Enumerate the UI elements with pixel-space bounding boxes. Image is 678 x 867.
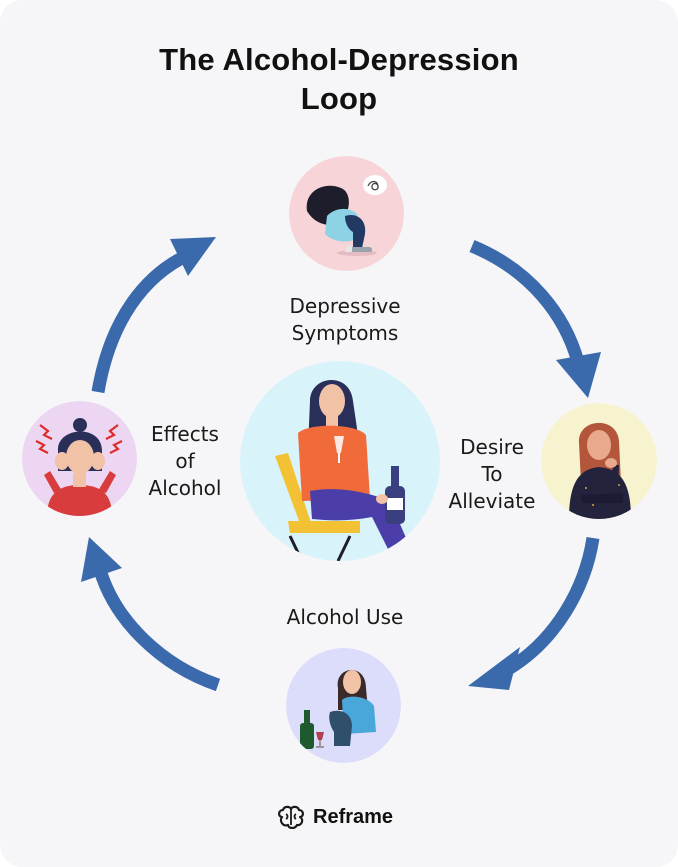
arrow-effects-to-depressive — [91, 249, 191, 394]
arrowhead-top-right — [556, 352, 601, 398]
brand-logo: Reframe — [276, 802, 393, 832]
arrow-desire-to-use — [506, 536, 600, 674]
brain-icon — [278, 805, 304, 829]
page-title: The Alcohol-Depression Loop — [0, 40, 678, 118]
brand-name: Reframe — [313, 805, 394, 828]
alcohol-use-illustration — [286, 648, 401, 763]
title-line-2: Loop — [300, 81, 378, 116]
stage-label-use: Alcohol Use — [250, 604, 440, 631]
desire-to-alleviate-illustration — [541, 403, 657, 519]
title-line-1: The Alcohol-Depression — [159, 42, 519, 77]
effects-of-alcohol-illustration — [22, 401, 137, 516]
stage-label-depressive-line-1: Depressive — [289, 294, 401, 318]
stage-label-desire-line-1: Desire — [460, 435, 524, 459]
arrowhead-bottom-right — [468, 647, 520, 690]
stage-label-desire-line-2: To — [481, 462, 503, 486]
stage-label-effects-line-1: Effects — [151, 422, 219, 446]
depressive-symptoms-illustration — [289, 156, 404, 271]
stage-label-desire: Desire To Alleviate — [436, 434, 548, 515]
stage-label-desire-line-3: Alleviate — [448, 489, 536, 513]
arrow-use-to-effects — [93, 568, 221, 692]
stage-label-depressive: Depressive Symptoms — [260, 293, 430, 347]
stage-label-effects: Effects of Alcohol — [132, 421, 238, 502]
center-illustration — [240, 361, 440, 561]
stage-label-depressive-line-2: Symptoms — [291, 321, 399, 345]
arrowhead-bottom-left — [81, 537, 122, 582]
arrowhead-top-left — [170, 237, 216, 276]
stage-label-effects-line-3: Alcohol — [148, 476, 222, 500]
stage-label-use-line-1: Alcohol Use — [286, 605, 404, 629]
stage-label-effects-line-2: of — [175, 449, 195, 473]
arrow-depressive-to-desire — [469, 239, 585, 364]
